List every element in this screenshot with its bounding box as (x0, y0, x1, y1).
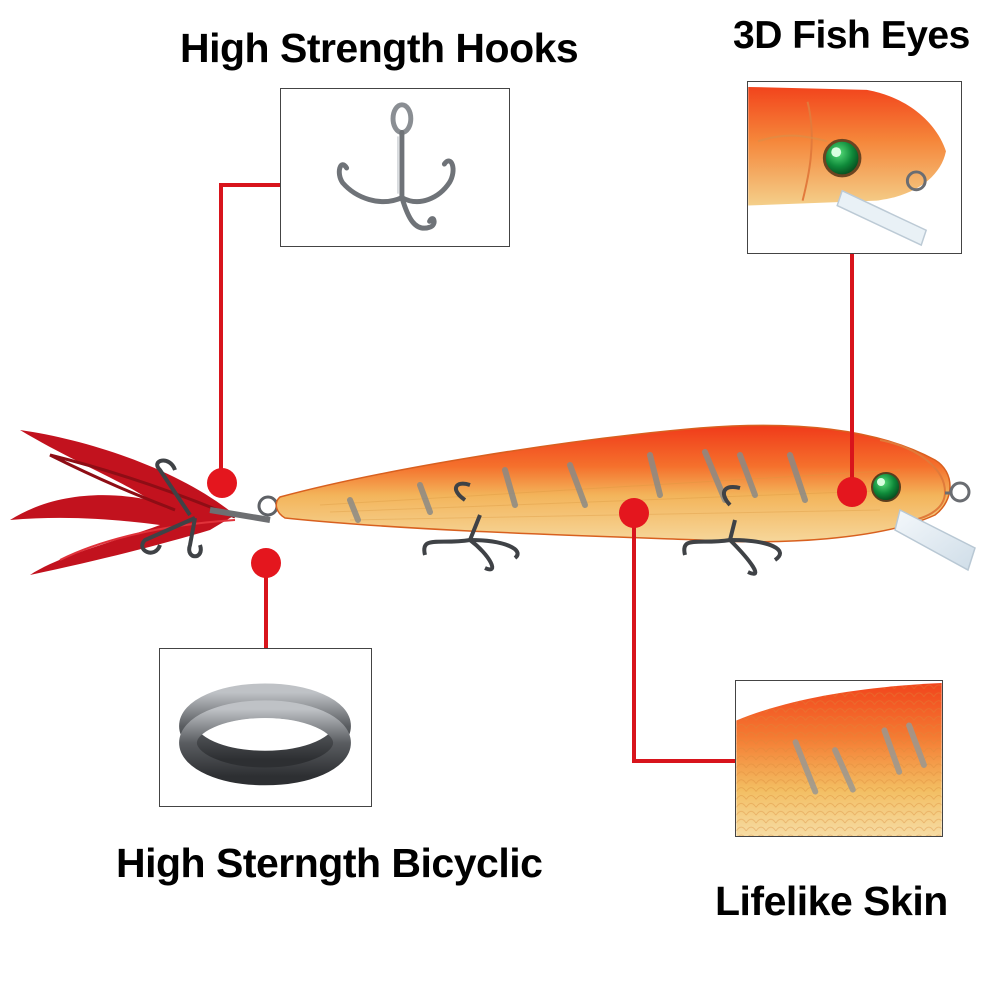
body-stripes (347, 449, 808, 523)
eyes-callout-dot (837, 477, 867, 507)
feather-tail (10, 430, 271, 575)
hooks-callout-dot (207, 468, 237, 498)
eyes-detail-panel (747, 81, 962, 254)
lure-body (275, 424, 951, 543)
rings-callout-dot (251, 548, 281, 578)
rings-label: High Sterngth Bicyclic (116, 840, 543, 886)
hooks-callout-line-h (219, 183, 281, 187)
gill-plate (879, 439, 947, 523)
split-ring-image (179, 683, 351, 786)
hooks-detail-panel (280, 88, 510, 247)
rings-callout-line (264, 563, 268, 650)
skin-callout-line-v (632, 513, 636, 763)
belly-hook-rear (682, 485, 782, 576)
hooks-label: High Strength Hooks (180, 25, 579, 71)
treble-hook-image (336, 102, 456, 231)
rings-detail-panel (159, 648, 372, 807)
fish-eye (871, 472, 901, 502)
diving-lip (894, 508, 976, 572)
skin-detail-panel (735, 680, 943, 837)
hooks-callout-line-v (219, 183, 223, 483)
eyes-callout-line (850, 252, 854, 492)
tail-treble-hook (140, 458, 203, 559)
eyes-label: 3D Fish Eyes (733, 14, 970, 57)
lifelike-skin-image (736, 682, 942, 836)
skin-label: Lifelike Skin (715, 878, 948, 924)
belly-hook-front (422, 481, 520, 572)
fish-eye-closeup-image (748, 86, 946, 247)
line-tie-ring (949, 481, 971, 503)
skin-callout-line-h (632, 759, 736, 763)
skin-callout-dot (619, 498, 649, 528)
split-ring (257, 495, 279, 517)
